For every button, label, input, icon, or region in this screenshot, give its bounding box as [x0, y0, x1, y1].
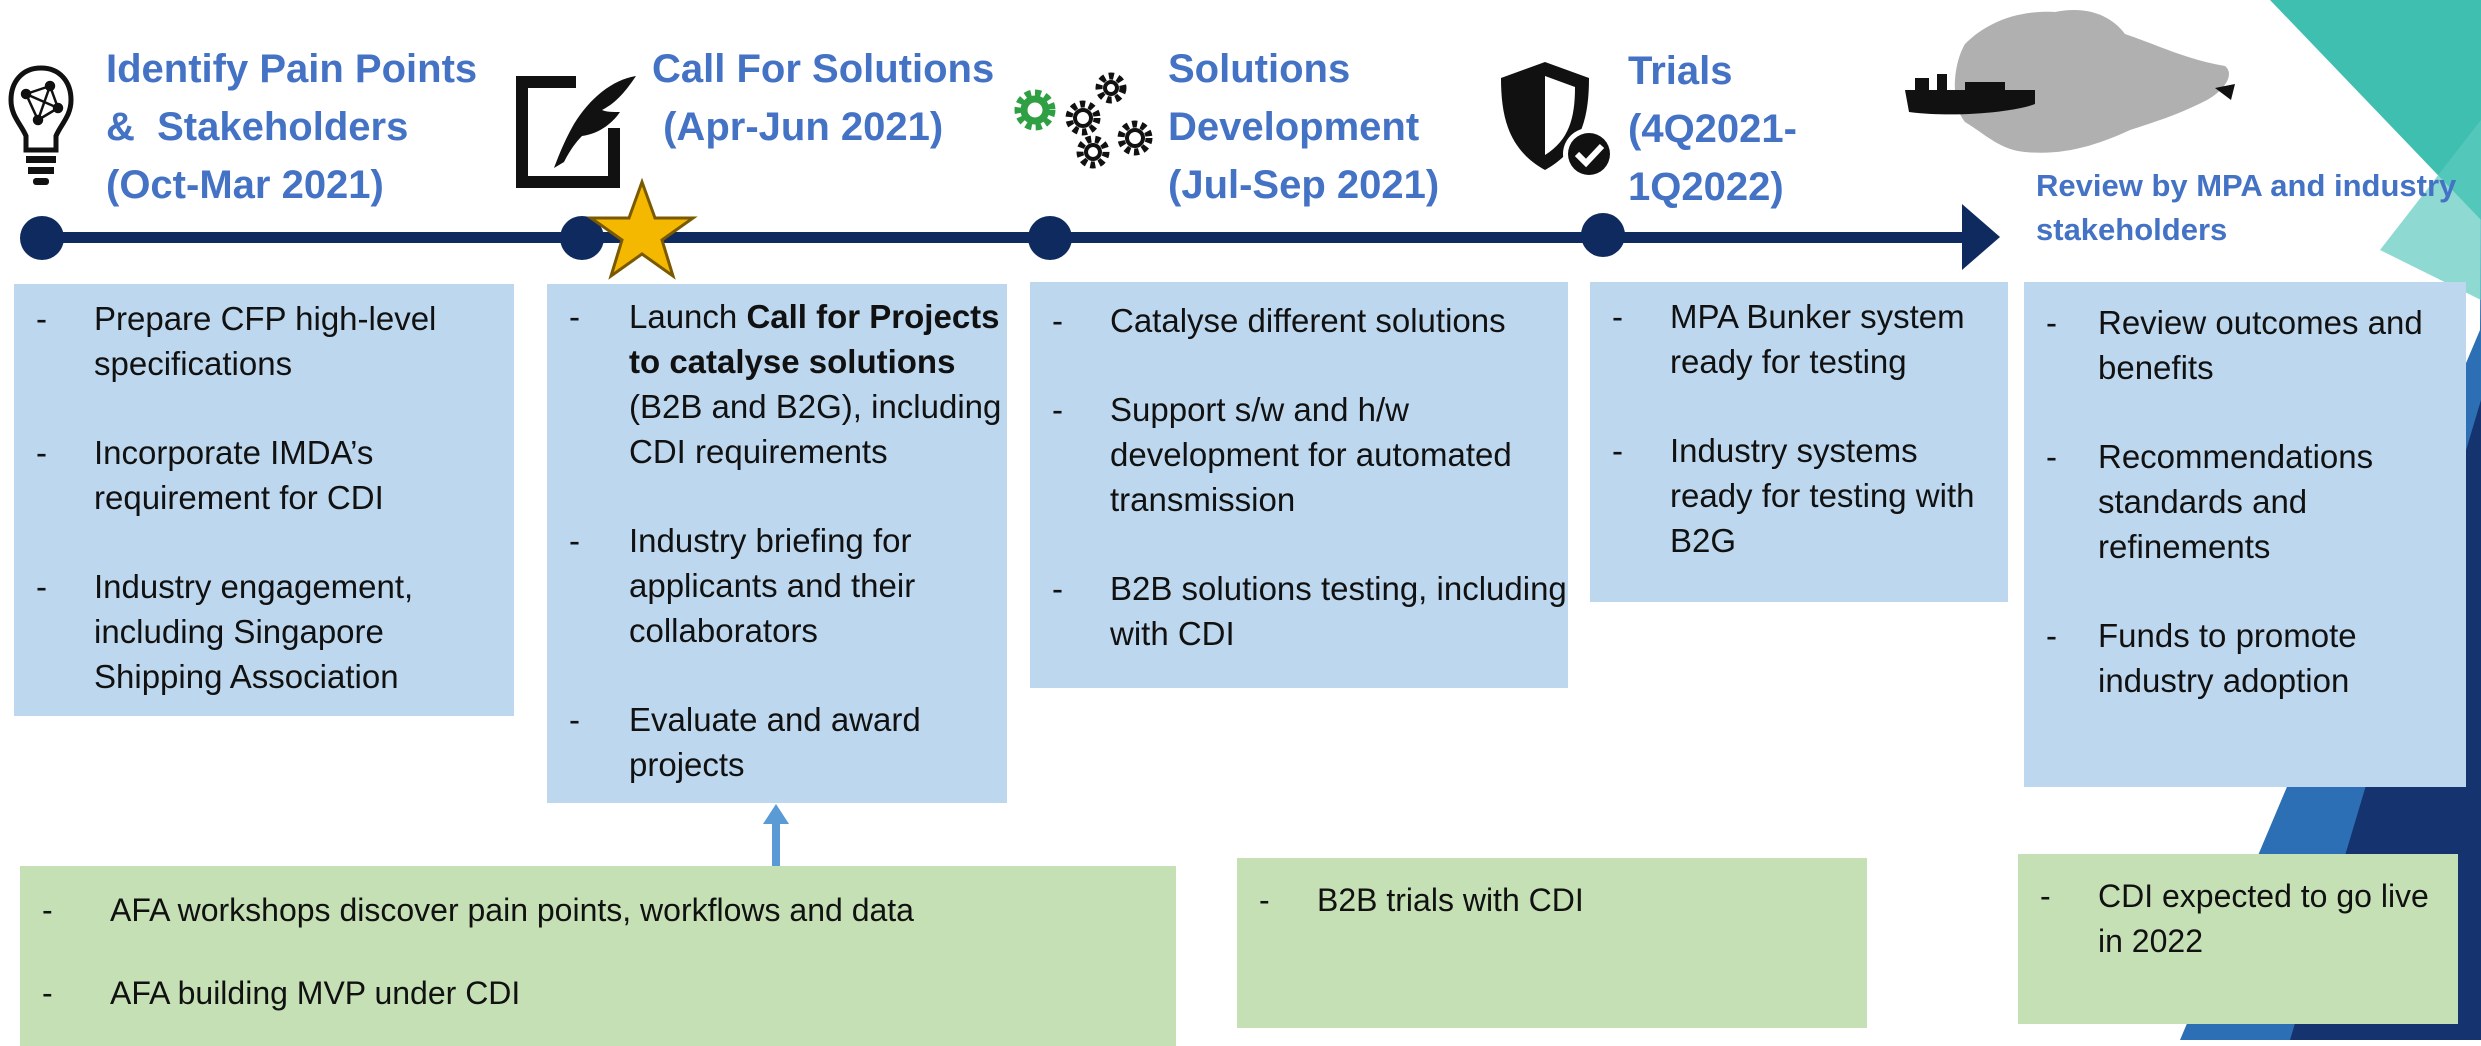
- green-note-3-item: CDI expected to go live in 2022: [2018, 874, 2458, 964]
- green-note-1: AFA workshops discover pain points, work…: [20, 866, 1176, 1046]
- phase-1-box: Prepare CFP high-level specifications In…: [14, 284, 514, 716]
- phase-5-item: Recommendations standards and refinement…: [2024, 434, 2466, 569]
- phase-5-title: Review by MPA and industry stakeholders: [2036, 164, 2456, 252]
- quill-pen-icon: [516, 72, 642, 188]
- phase-1-title-line-3: (Oct-Mar 2021): [106, 163, 384, 207]
- up-arrow-icon: [763, 804, 789, 866]
- phase-1-title: Identify Pain Points & Stakeholders (Oct…: [106, 40, 477, 214]
- launch-prefix: Launch: [629, 298, 747, 335]
- green-note-2-item: B2B trials with CDI: [1237, 878, 1867, 923]
- green-note-1-item: AFA workshops discover pain points, work…: [20, 888, 1176, 933]
- phase-3-title-line-1: Solutions: [1168, 47, 1351, 91]
- timeline-line: [40, 232, 1980, 243]
- launch-suffix: (B2B and B2G), including CDI requirement…: [629, 388, 1002, 470]
- green-note-3: CDI expected to go live in 2022: [2018, 854, 2458, 1024]
- phase-4-title-line-2: (4Q2021-: [1628, 107, 1797, 151]
- phase-2-title-line-1: Call For Solutions: [652, 47, 995, 91]
- phase-3-item: B2B solutions testing, including with CD…: [1030, 566, 1568, 656]
- singapore-map-icon: [1905, 10, 2235, 153]
- phase-1-title-line-1: Identify Pain Points: [106, 47, 478, 91]
- phase-2-box: Launch Call for Projects to catalyse sol…: [547, 284, 1007, 803]
- timeline: [20, 177, 2000, 280]
- timeline-node-2: [560, 216, 604, 260]
- lightbulb-icon: [8, 65, 74, 185]
- gears-icon: [1014, 72, 1153, 169]
- star-icon: [586, 177, 698, 280]
- phase-5-item: Funds to promote industry adoption: [2024, 613, 2466, 703]
- phase-5-box: Review outcomes and benefits Recommendat…: [2024, 282, 2466, 787]
- phase-4-item: Industry systems ready for testing with …: [1590, 428, 2008, 563]
- phase-1-item: Industry engagement, including Singapore…: [14, 564, 514, 699]
- call-for-projects-highlight: Call for Projects to catalyse solutions: [629, 298, 1000, 380]
- phase-2-item-launch: Launch Call for Projects to catalyse sol…: [547, 294, 1007, 474]
- phase-3-title-line-3: (Jul-Sep 2021): [1168, 163, 1440, 207]
- timeline-node-3: [1028, 216, 1072, 260]
- phase-1-item: Prepare CFP high-level specifications: [14, 296, 514, 386]
- phase-2-title-line-2: (Apr-Jun 2021): [652, 105, 944, 149]
- phase-2-title: Call For Solutions (Apr-Jun 2021): [652, 40, 994, 156]
- phase-3-title-line-2: Development: [1168, 105, 1420, 149]
- phase-1-item: Incorporate IMDA’s requirement for CDI: [14, 430, 514, 520]
- phase-3-item: Support s/w and h/w development for auto…: [1030, 387, 1568, 522]
- phase-4-title-line-3: 1Q2022): [1628, 165, 1784, 209]
- timeline-node-4: [1581, 213, 1625, 257]
- phase-5-title-line-1: Review by MPA and industry: [2036, 168, 2457, 203]
- phase-2-item: Evaluate and award projects: [547, 697, 1007, 787]
- green-note-2: B2B trials with CDI: [1237, 858, 1867, 1028]
- phase-5-item: Review outcomes and benefits: [2024, 300, 2466, 390]
- phase-4-title-line-1: Trials: [1628, 49, 1733, 93]
- shield-check-icon: [1501, 62, 1615, 180]
- phase-5-title-line-2: stakeholders: [2036, 212, 2228, 247]
- phase-3-box: Catalyse different solutions Support s/w…: [1030, 282, 1568, 688]
- green-note-1-item: AFA building MVP under CDI: [20, 971, 1176, 1016]
- phase-4-title: Trials (4Q2021- 1Q2022): [1628, 42, 1797, 216]
- timeline-node-1: [20, 216, 64, 260]
- phase-1-title-line-2: & Stakeholders: [106, 105, 409, 149]
- phase-2-item: Industry briefing for applicants and the…: [547, 518, 1007, 653]
- phase-3-item: Catalyse different solutions: [1030, 298, 1568, 343]
- phase-4-box: MPA Bunker system ready for testing Indu…: [1590, 282, 2008, 602]
- phase-3-title: Solutions Development (Jul-Sep 2021): [1168, 40, 1439, 214]
- phase-4-item: MPA Bunker system ready for testing: [1590, 294, 2008, 384]
- timeline-arrowhead: [1962, 204, 2000, 270]
